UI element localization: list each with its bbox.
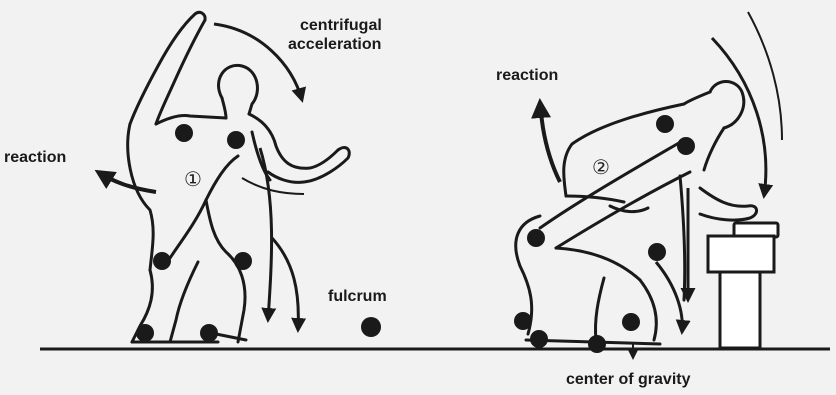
fulcrum-label: fulcrum	[328, 287, 387, 306]
figure-1-outline	[128, 12, 349, 342]
reaction-label-right: reaction	[496, 66, 558, 85]
figure-2-number: ②	[592, 156, 610, 178]
figure-1-swing-arc	[242, 178, 304, 194]
center-of-gravity-label: center of gravity	[566, 370, 690, 389]
reaction-arrow-left	[98, 172, 156, 192]
pedestal	[708, 223, 778, 348]
reaction-arrow-right	[540, 102, 560, 182]
fulcrum-dot	[361, 317, 381, 337]
centrifugal-label-line1: centrifugal	[288, 16, 382, 35]
centrifugal-acceleration-label: centrifugal acceleration	[288, 16, 382, 54]
figure-1-number: ①	[184, 168, 202, 190]
reaction-label-left: reaction	[4, 148, 66, 167]
centrifugal-label-line2: acceleration	[288, 35, 382, 54]
figure-1-gravity-arrow-b	[272, 238, 298, 330]
figure-2-gravity-arrow-b	[656, 262, 682, 332]
figure-2-top-arc	[748, 12, 782, 140]
